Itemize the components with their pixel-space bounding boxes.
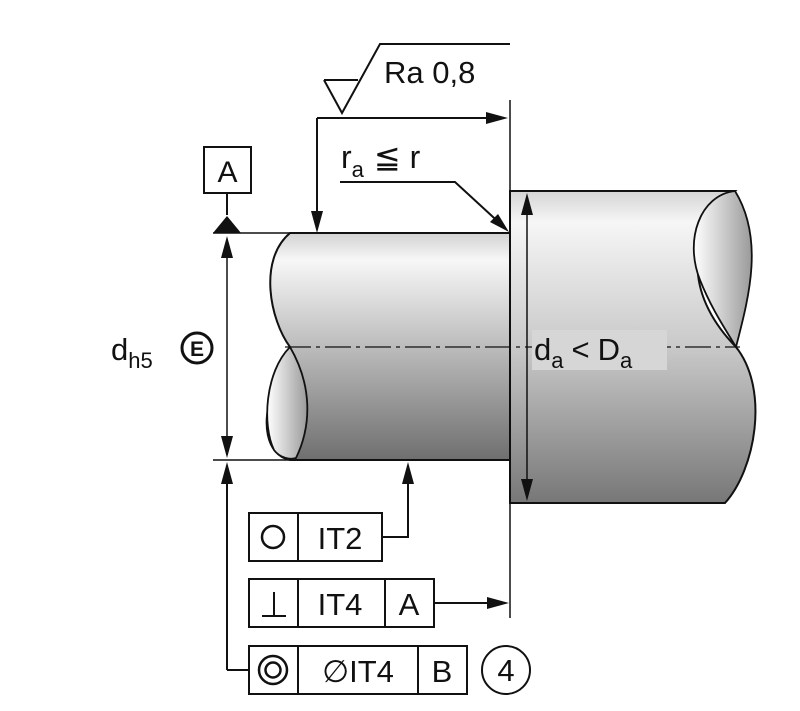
shoulder-D: D: [598, 332, 620, 367]
surface-finish-label: Ra 0,8: [384, 55, 475, 90]
shaft-break-section: [266, 345, 309, 460]
perpendicularity-datum: A: [399, 587, 420, 622]
shaft-diameter-label: dh5 E: [111, 331, 214, 373]
concentricity-leader: [221, 462, 249, 671]
tolerance-frame-concentricity: ∅IT4 B 4: [248, 645, 531, 695]
shaft-dimension: [213, 232, 292, 461]
circularity-tolerance: IT2: [318, 521, 363, 556]
shoulder-dimension: [521, 193, 533, 501]
fillet-relation: ≦ r: [374, 139, 421, 175]
svg-text:ra≦ r: ra ≦ r: [341, 139, 421, 182]
perpendicularity-leader: [434, 597, 509, 609]
svg-text:dh5: dh5: [111, 332, 153, 373]
tolerance-frame-circularity: IT2: [248, 512, 383, 562]
envelope-circle-icon: [180, 331, 214, 365]
envelope-letter: E: [190, 338, 204, 361]
datum-triangle: [213, 216, 241, 233]
perpendicularity-icon: [262, 592, 286, 617]
perpendicularity-tolerance: IT4: [318, 587, 363, 622]
note-circle-icon: [481, 645, 531, 695]
shaft-sub: h5: [128, 348, 152, 373]
concentricity-datum: B: [432, 654, 453, 689]
shoulder-D-sub: a: [620, 348, 633, 373]
surface-finish-symbol: Ra 0,8: [311, 43, 510, 233]
tolerance-frame-perpendicularity: IT4 A: [248, 578, 435, 628]
datum-a: A: [203, 146, 252, 233]
fillet-note: ra ≦ r: [340, 139, 509, 232]
shoulder-diameter-label: da<Da: [532, 330, 667, 373]
circularity-icon: [260, 524, 286, 550]
fillet-r-sub: a: [352, 157, 365, 182]
svg-text:da<Da: da<Da: [534, 332, 633, 373]
fillet-r-main: r: [341, 139, 352, 175]
datum-a-letter: A: [217, 156, 237, 189]
shoulder-break-section: [692, 190, 753, 350]
note-number: 4: [497, 653, 514, 688]
shoulder-lt: <: [572, 332, 590, 367]
circularity-leader: [382, 462, 414, 538]
shoulder-d: d: [534, 332, 551, 367]
shaft-d: d: [111, 332, 128, 367]
concentricity-icon: [257, 654, 289, 686]
concentricity-tolerance: ∅IT4: [322, 654, 394, 689]
shoulder-d-sub: a: [551, 348, 564, 373]
